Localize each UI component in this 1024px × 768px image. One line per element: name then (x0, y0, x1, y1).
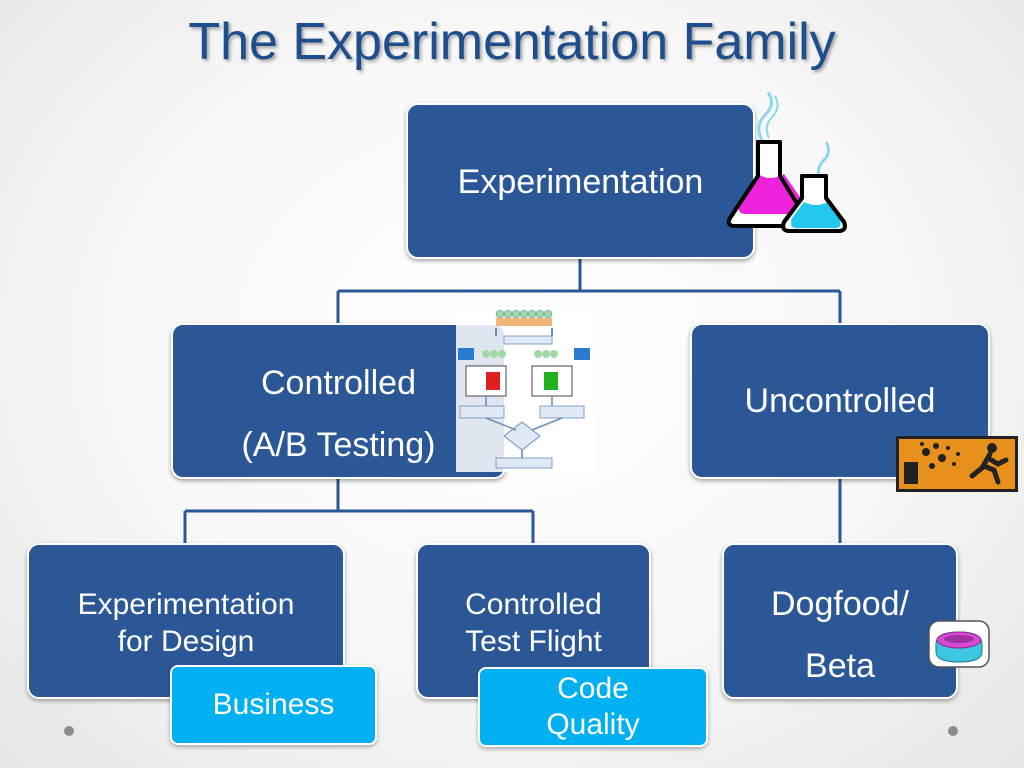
tag-code-quality: Code Quality (478, 667, 708, 747)
node-design-line1: Experimentation (77, 588, 295, 621)
node-dogfood-beta: Dogfood/ Beta (722, 543, 958, 699)
tag-quality-line2: Quality (546, 708, 640, 741)
ab-test-flowchart-icon (456, 306, 596, 472)
node-controlled-line1: Controlled (261, 364, 416, 402)
explosion-warning-icon (896, 436, 1018, 492)
tag-quality-line1: Code (557, 672, 629, 705)
chemistry-flasks-icon (726, 92, 847, 233)
node-dogfood-line1: Dogfood/ (771, 585, 909, 623)
node-controlled: Controlled (A/B Testing) (171, 323, 506, 479)
slide-title: The Experimentation Family (188, 13, 836, 71)
node-uncontrolled-label: Uncontrolled (744, 382, 936, 420)
node-experimentation: Experimentation (406, 103, 755, 259)
node-flight-line2: Test Flight (465, 625, 602, 658)
decorative-dot-left (64, 726, 74, 736)
tag-business: Business (170, 665, 377, 745)
node-experimentation-label: Experimentation (457, 163, 704, 201)
decorative-dot-right (948, 726, 958, 736)
node-uncontrolled: Uncontrolled (690, 323, 990, 479)
node-design-line2: for Design (117, 625, 255, 658)
node-controlled-line2: (A/B Testing) (241, 426, 436, 464)
node-dogfood-line2: Beta (805, 647, 875, 685)
tag-business-label: Business (212, 688, 335, 721)
dog-bowl-icon (928, 620, 990, 668)
node-flight-line1: Controlled (465, 588, 602, 621)
